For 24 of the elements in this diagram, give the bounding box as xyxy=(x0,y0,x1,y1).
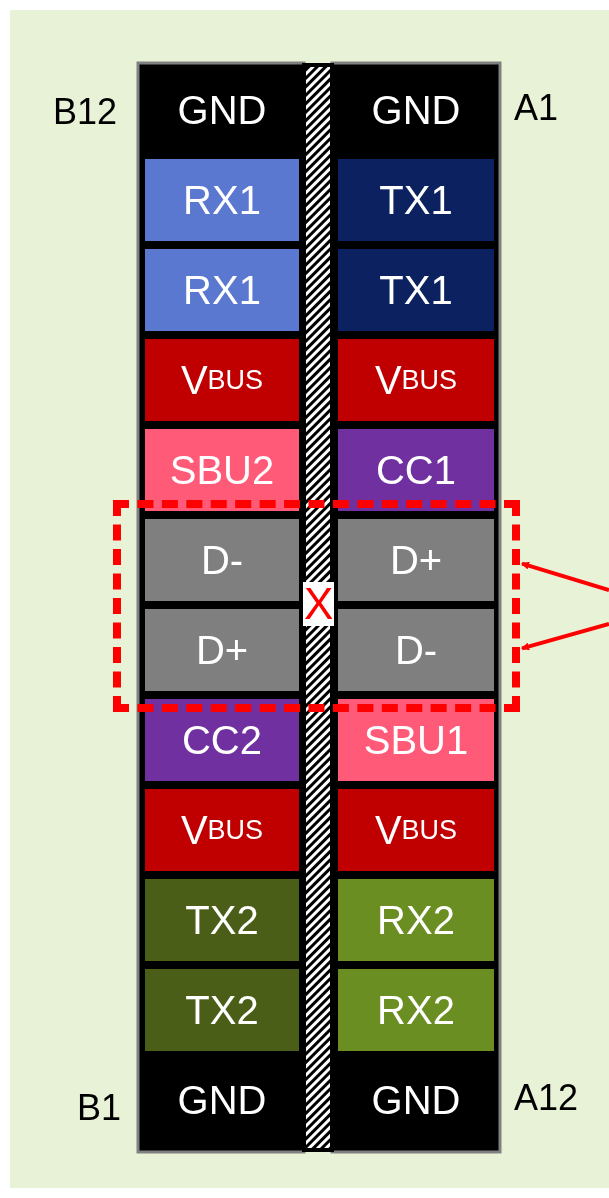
pin-cell: D+ xyxy=(338,519,494,601)
pin-cell: RX2 xyxy=(338,969,494,1051)
dashed-frame xyxy=(113,500,520,712)
pin-number: A12 xyxy=(514,1077,579,1119)
pin-number: B12 xyxy=(53,91,118,133)
arrow xyxy=(521,622,609,651)
pin-cell: RX1 xyxy=(145,249,299,331)
pin-cell: CC2 xyxy=(145,699,299,781)
pin-cell: SBU1 xyxy=(338,699,494,781)
pin-cell: D- xyxy=(145,519,299,601)
pin-cell: D- xyxy=(338,609,494,691)
pin-cell: TX1 xyxy=(338,159,494,241)
arrow xyxy=(521,561,609,592)
pin-cell: TX2 xyxy=(145,969,299,1051)
pin-number: A1 xyxy=(514,87,559,129)
pin-cell: SBU2 xyxy=(145,429,299,511)
pin-cell: TX2 xyxy=(145,879,299,961)
pin-cell: RX1 xyxy=(145,159,299,241)
pin-cell: RX2 xyxy=(338,879,494,961)
pin-cell: TX1 xyxy=(338,249,494,331)
pin-cell: D+ xyxy=(145,609,299,691)
cross-mark: X xyxy=(303,582,335,626)
pin-number: B1 xyxy=(77,1087,122,1129)
pin-cell: CC1 xyxy=(338,429,494,511)
